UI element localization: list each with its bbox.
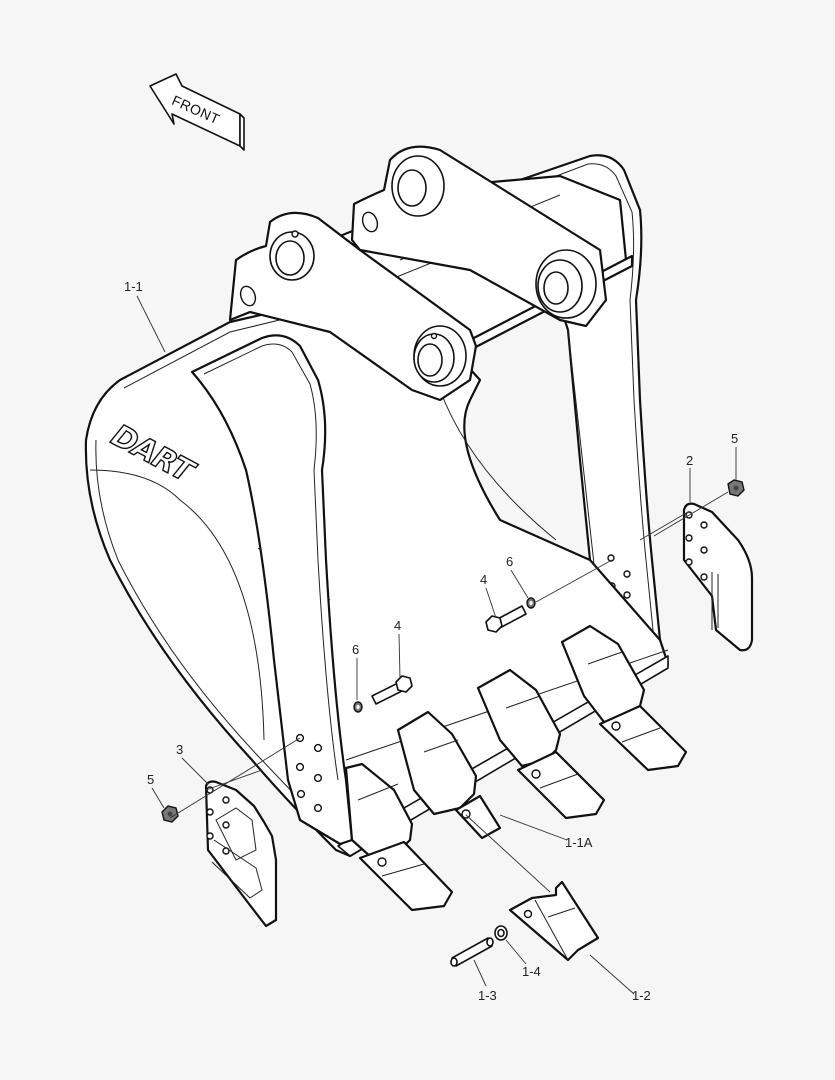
callout-4-left: 4 [394,618,402,633]
tooth-point-exploded [508,880,600,962]
tooth-4 [560,624,688,772]
tooth-3 [476,668,606,820]
callout-1-1a: 1-1A [565,835,593,850]
callout-5-right: 5 [731,431,739,446]
callout-3: 3 [176,742,184,757]
callout-2: 2 [686,453,694,468]
callout-1-3: 1-3 [478,988,497,1003]
callout-6-left: 6 [352,642,360,657]
callout-1-1: 1-1 [124,279,143,294]
bolt-right [485,605,527,633]
nut-left [161,805,179,823]
right-side-cutter [682,502,754,652]
pin-retainer-washer [494,925,508,941]
callout-4-right: 4 [480,572,488,587]
nut-right [727,479,745,497]
left-link-bracket [228,211,478,402]
callout-1-2: 1-2 [632,988,651,1003]
washer-right [526,597,536,609]
right-link-bracket [350,145,608,328]
bolt-left [371,675,413,705]
bucket-teeth [344,624,688,912]
tooth-pin [450,937,494,967]
left-side-cutter [204,780,278,928]
tooth-1 [344,762,454,912]
callout-6-right: 6 [506,554,514,569]
leader-lines [136,295,737,995]
bucket-left-side-plate [190,334,354,846]
front-direction-arrow-icon [149,73,245,151]
callout-5-left: 5 [147,772,155,787]
washer-left [353,701,363,713]
tooth-2 [396,710,502,840]
callout-1-4: 1-4 [522,964,541,979]
